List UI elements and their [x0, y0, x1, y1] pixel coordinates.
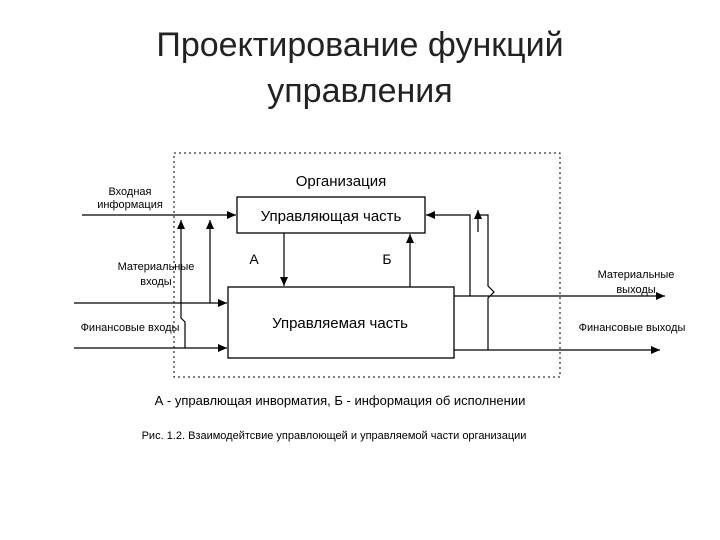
financial-output-label: Финансовые выходы	[579, 322, 686, 334]
input-info-label-1: Входная	[108, 186, 151, 198]
material-input-label-2: входы	[140, 276, 172, 288]
arrow-b-label: Б	[382, 251, 391, 267]
figure-caption: Рис. 1.2. Взаимодейтсвие управлоющей и у…	[142, 430, 527, 442]
control-part-box	[236, 196, 426, 234]
material-output-feedback	[426, 211, 471, 296]
material-input-label-1: Материальные	[118, 261, 195, 273]
diagram-legend: А - управлющая инворматия, Б - информаци…	[155, 393, 526, 408]
financial-output-feedback	[477, 214, 495, 350]
managed-part-label: Управляемая часть	[272, 315, 408, 332]
material-output-label-1: Материальные	[598, 269, 675, 281]
control-part-label: Управляющая часть	[261, 208, 402, 225]
financial-input-branch	[177, 220, 186, 348]
organization-label: Организация	[296, 173, 386, 190]
arrow-a-label: А	[249, 251, 259, 267]
input-info-label-2: информация	[97, 199, 163, 211]
financial-input-label: Финансовые входы	[81, 322, 180, 334]
slide-title: Проектирование функций управления	[156, 26, 564, 110]
material-output-label-2: выходы	[616, 284, 655, 296]
managed-part-box	[227, 286, 455, 359]
